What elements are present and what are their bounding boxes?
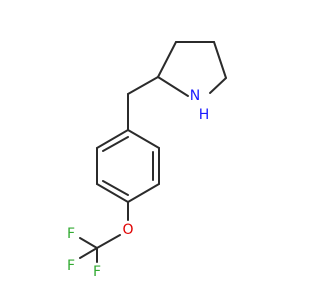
trifluoromethoxy-group <box>79 201 129 263</box>
atom-label-amine-hydrogen: H <box>199 107 210 123</box>
bond-c2-ch2 <box>127 76 159 95</box>
bond-b1-b2 <box>127 129 160 149</box>
atom-label-nitrogen: N <box>190 88 200 104</box>
double-bond-b4-b5 <box>102 180 129 196</box>
atom-label-fluorine-1: F <box>93 264 101 280</box>
bond-c-f2 <box>79 237 98 249</box>
atom-label-fluorine-3: F <box>67 258 75 274</box>
pyrrolidine-ring <box>157 41 227 97</box>
double-bond-b6-b1 <box>102 136 129 152</box>
bond-b6-b1 <box>96 129 129 149</box>
atom-label-oxygen: O <box>122 222 133 238</box>
bond-n1-c2 <box>157 76 189 97</box>
molecule-structure: N H O F F F <box>67 41 227 280</box>
bond-o-cf3 <box>96 234 121 249</box>
bond-b3-b4 <box>127 183 160 203</box>
bond-c5-n1 <box>209 77 227 94</box>
atom-label-fluorine-2: F <box>67 226 75 242</box>
bond-c4-c5 <box>213 41 227 79</box>
bond-c2-c3 <box>157 41 177 78</box>
bond-c-f3 <box>79 247 98 259</box>
methylene-linker <box>127 76 159 131</box>
benzene-ring <box>96 129 160 203</box>
bond-b4-b5 <box>96 183 129 203</box>
